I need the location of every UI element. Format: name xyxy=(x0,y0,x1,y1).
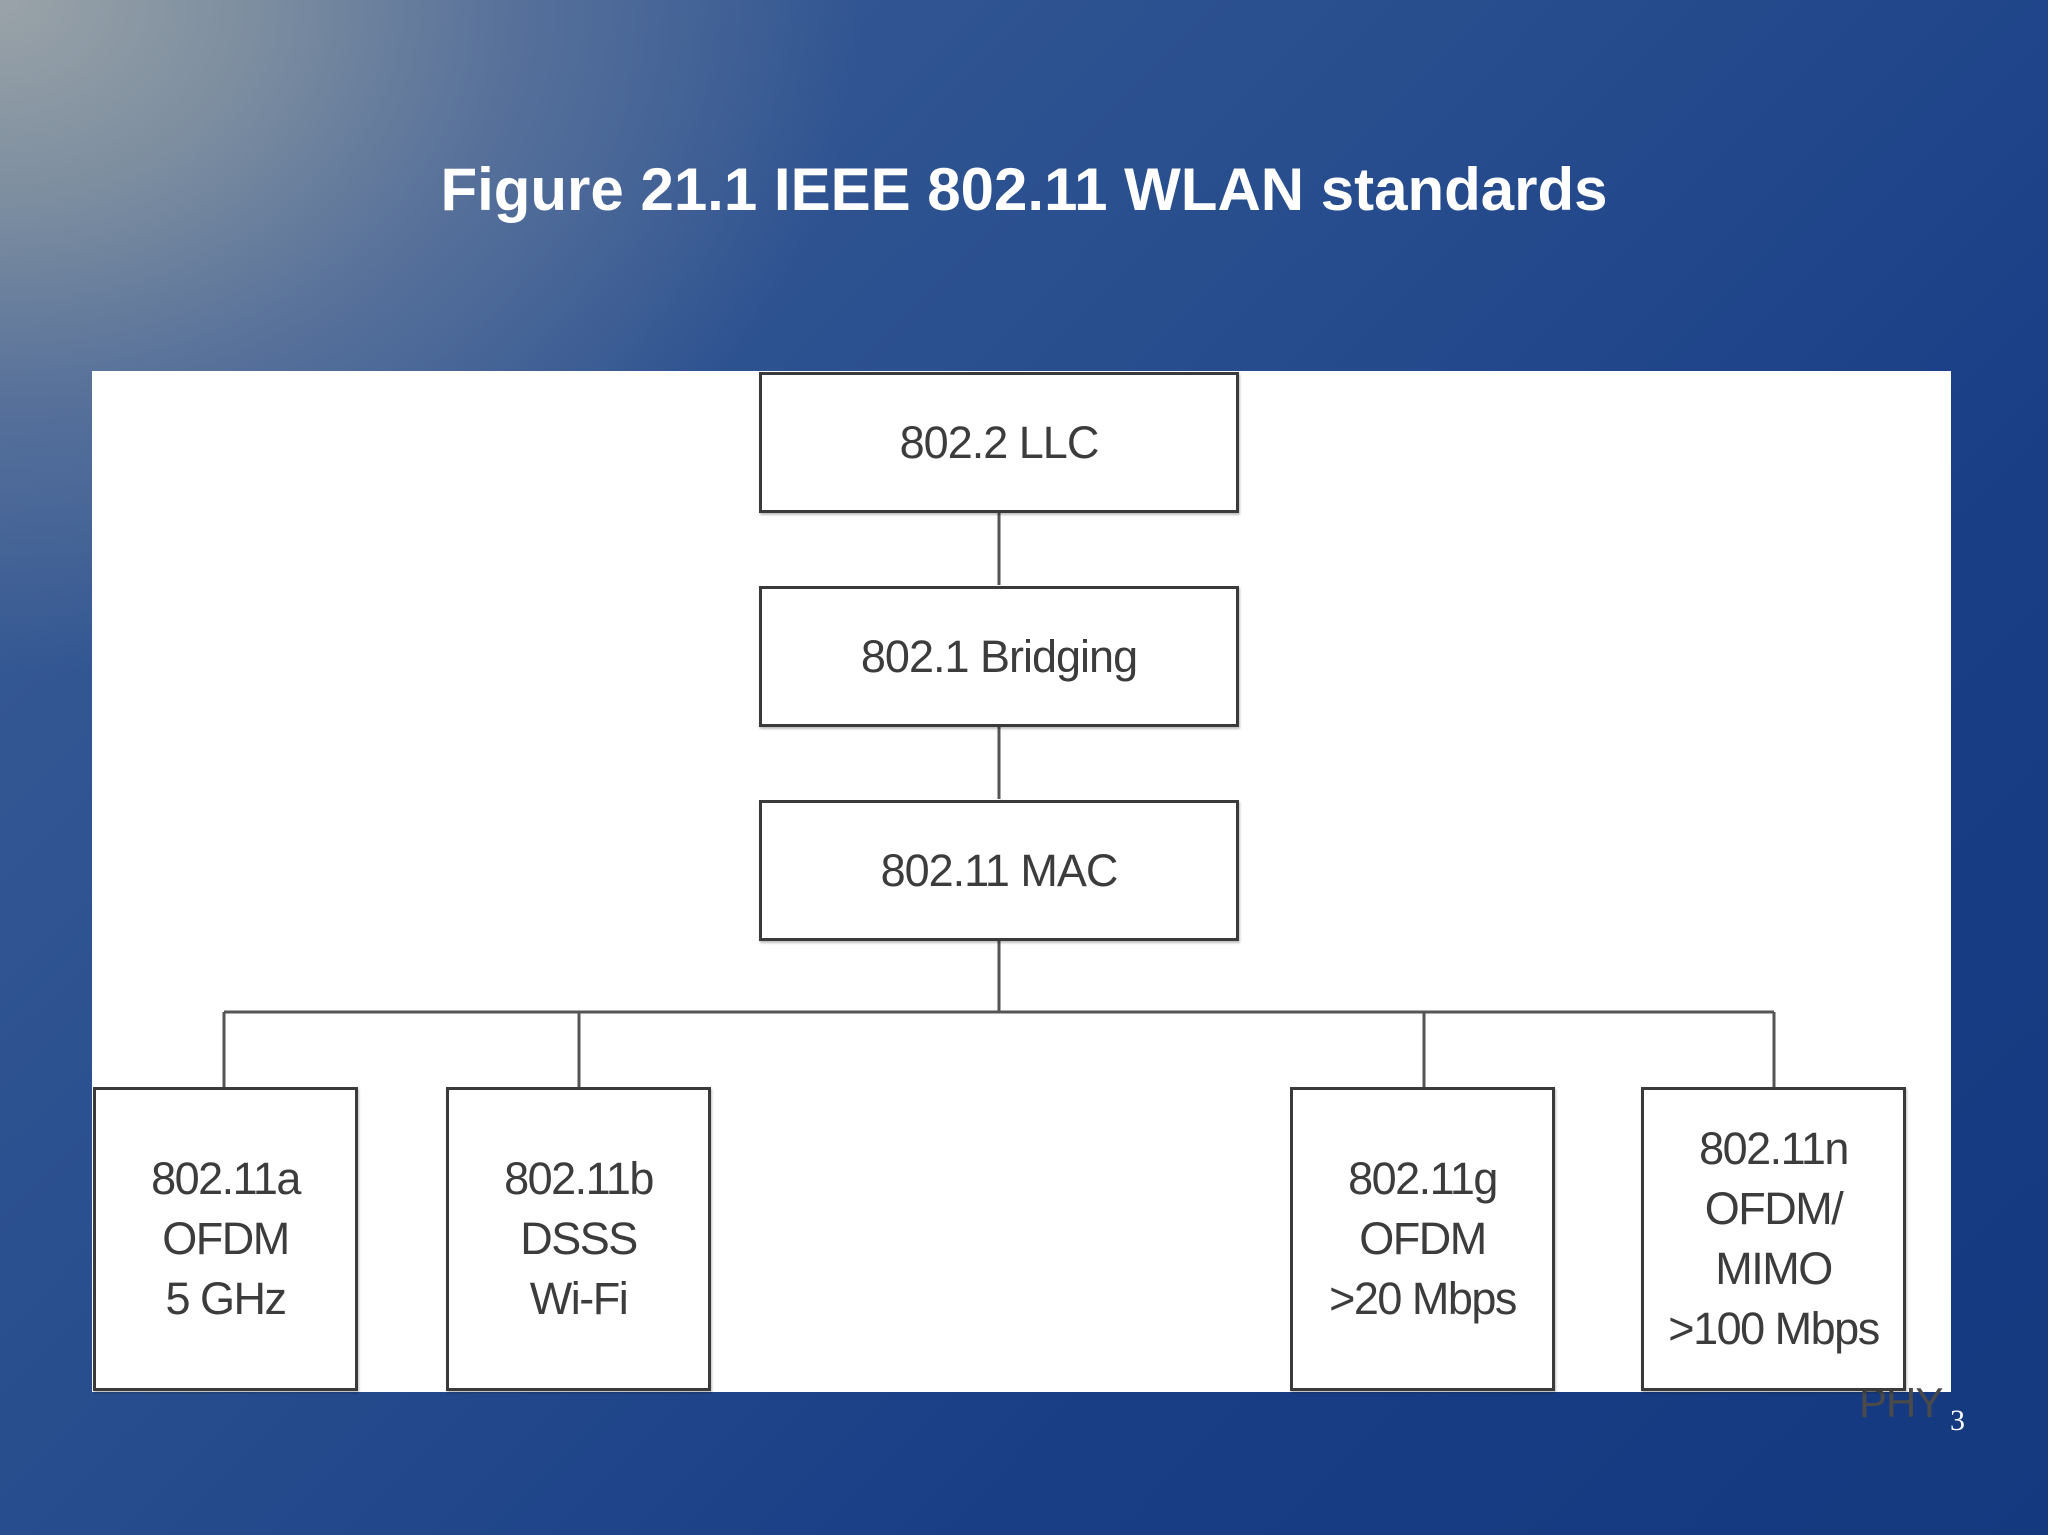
phy-box-line: DSSS xyxy=(520,1213,638,1264)
bridging-label: 802.1 Bridging xyxy=(860,630,1138,682)
bridging-box: 802.1 Bridging xyxy=(759,586,1239,727)
phy-box-line: MIMO xyxy=(1715,1243,1833,1294)
slide-title: Figure 21.1 IEEE 802.11 WLAN standards xyxy=(440,156,1608,223)
llc-box: 802.2 LLC xyxy=(759,372,1239,513)
page-number: 3 xyxy=(1950,1404,1965,1437)
diagram-connectors xyxy=(222,511,1776,1087)
phy-box-line: Wi-Fi xyxy=(529,1273,629,1324)
phy-box-line: 802.11n xyxy=(1699,1123,1849,1174)
phy-box-802-11g: 802.11g OFDM >20 Mbps xyxy=(1290,1087,1555,1391)
mac-box: 802.11 MAC xyxy=(759,800,1239,941)
llc-label: 802.2 LLC xyxy=(899,416,1100,468)
phy-box-802-11a: 802.11a OFDM 5 GHz xyxy=(93,1087,358,1391)
diagram-panel: 802.2 LLC 802.1 Bridging 802.11 MAC PHY … xyxy=(92,371,1951,1426)
phy-box-line: 802.11b xyxy=(504,1153,654,1204)
phy-box-line: 802.11g xyxy=(1348,1153,1498,1204)
phy-box-line: >100 Mbps xyxy=(1668,1303,1880,1354)
phy-box-line: >20 Mbps xyxy=(1329,1273,1517,1324)
phy-box-line: OFDM xyxy=(162,1213,290,1264)
phy-box-802-11b: 802.11b DSSS Wi-Fi xyxy=(446,1087,711,1391)
phy-box-802-11n: 802.11n OFDM/ MIMO >100 Mbps xyxy=(1641,1087,1906,1391)
mac-label: 802.11 MAC xyxy=(880,844,1119,896)
phy-box-line: OFDM/ xyxy=(1704,1183,1844,1234)
phy-box-line: 802.11a xyxy=(151,1153,301,1204)
phy-box-line: 5 GHz xyxy=(165,1273,287,1324)
phy-box-line: OFDM xyxy=(1359,1213,1487,1264)
